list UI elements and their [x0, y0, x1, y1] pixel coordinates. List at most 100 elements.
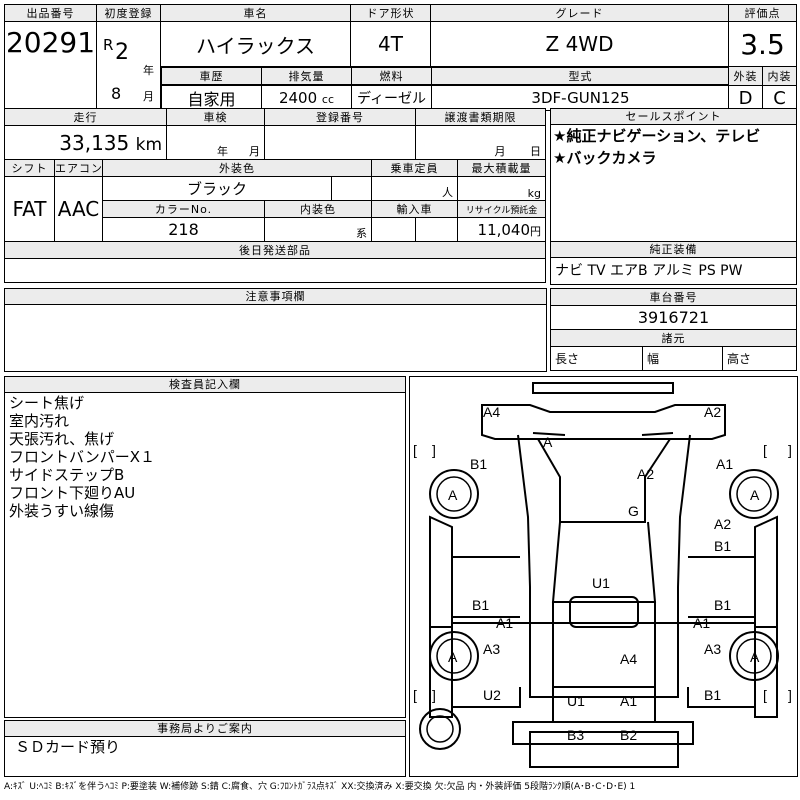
- mark-b1-rr: B1: [704, 687, 721, 703]
- mark-b1-r1: B1: [714, 538, 731, 554]
- mark-a4: A4: [620, 651, 637, 667]
- transfer-label: 譲渡書類期限: [415, 108, 547, 126]
- spare-tire: [419, 708, 461, 750]
- displacement-label: 排気量: [261, 67, 352, 85]
- lot-no-label: 出品番号: [4, 4, 97, 22]
- svg-text:]: ]: [432, 442, 436, 458]
- dim-height: 高さ: [721, 346, 798, 371]
- load-label: 最大積載量: [457, 159, 547, 177]
- grade: Z 4WD: [430, 21, 729, 67]
- ext-label: 外装: [728, 66, 763, 86]
- recycle-label: リサイクル預託金: [457, 200, 547, 218]
- mark-u1-rear: U1: [567, 693, 585, 709]
- color: ブラック: [101, 176, 333, 201]
- car-name: ハイラックス: [160, 21, 351, 67]
- reg-month: 8: [111, 84, 122, 103]
- car-diagram-box: [] [] [] [] A4 A2 A B1 A1 A2 A A G A2 B1…: [409, 376, 798, 777]
- reg-no: [264, 125, 417, 160]
- chassis-table: 車台番号 3916721 諸元 長さ 幅 高さ: [549, 288, 798, 371]
- details-table: 走行 車検 登録番号 譲渡書類期限 33,135 km 年 月 月 日 シフト …: [3, 108, 547, 283]
- headlights: [532, 432, 674, 436]
- month-unit: 月: [143, 90, 154, 103]
- int-label: 内装: [762, 66, 797, 86]
- rear-quarter: [452, 687, 755, 708]
- mark-a2-top: A2: [704, 404, 721, 420]
- svg-text:[: [: [413, 442, 417, 458]
- mark-b1-fl: B1: [470, 456, 487, 472]
- transfer-month-unit: 月: [494, 145, 506, 158]
- mileage-label: 走行: [3, 108, 168, 126]
- svg-text:]: ]: [432, 687, 436, 703]
- capacity: 人: [371, 176, 459, 201]
- notes-box: 注意事項欄: [4, 288, 547, 372]
- mark-a3-l: A3: [483, 641, 500, 657]
- year-unit: 年: [143, 64, 154, 77]
- ext-score: D: [728, 84, 763, 112]
- inspection: 年 月: [166, 125, 266, 160]
- sales-points-label: セールスポイント: [551, 109, 796, 125]
- model: 3DF-GUN125: [431, 85, 729, 111]
- dim-width: 幅: [642, 346, 723, 371]
- office-text: ＳＤカード預り: [15, 738, 121, 756]
- mark-a2-hood: A2: [637, 466, 654, 482]
- rear-bumper: [529, 731, 679, 768]
- header-table: 出品番号 初度登録 車名 ドア形状 グレード 評価点 20291 R 2 年 8…: [4, 4, 797, 112]
- insp-year-unit: 年: [217, 145, 229, 158]
- inspector-line-6: フロント下廻りAU: [9, 484, 136, 502]
- bed-rail: [512, 721, 694, 745]
- history: 自家用: [161, 85, 262, 111]
- wheel-rr: [729, 631, 779, 681]
- mark-a-wrl: A: [448, 649, 458, 665]
- office-box: 事務局よりご案内 ＳＤカード預り: [4, 720, 406, 777]
- inspector-line-4: フロントバンパーX１: [9, 448, 156, 466]
- ac: AAC: [54, 176, 103, 242]
- equipment-box: 純正装備 ナビ TV エアB アルミ PS PW: [550, 241, 797, 285]
- mark-a4-top: A4: [483, 404, 500, 420]
- mark-a1-r: A1: [693, 615, 710, 631]
- recycle-value: 11,040: [477, 220, 531, 239]
- capacity-label: 乗車定員: [371, 159, 459, 177]
- first-reg-label: 初度登録: [96, 4, 161, 22]
- mark-g: G: [628, 503, 639, 519]
- legend: A:ｷｽﾞ U:ﾍｺﾐ B:ｷｽﾞを伴うﾍｺﾐ P:要塗装 W:補修跡 S:錆 …: [4, 782, 636, 792]
- mark-a1-fr: A1: [716, 456, 733, 472]
- later-parts: [3, 258, 547, 283]
- mileage-value: 33,135: [59, 130, 130, 155]
- sales-point-2: ★バックカメラ: [553, 149, 657, 167]
- car-name-label: 車名: [160, 4, 351, 22]
- inspector-line-5: サイドステップB: [9, 466, 125, 484]
- displacement-unit: cc: [321, 93, 335, 106]
- sales-point-1: ★純正ナビゲーション、テレビ: [553, 127, 761, 145]
- int-score: C: [762, 84, 797, 112]
- color-label: 外装色: [101, 159, 373, 177]
- wheel-fl: [429, 469, 479, 519]
- office-label: 事務局よりご案内: [5, 721, 405, 737]
- inspector-lines: シート焦げ 室内汚れ 天張汚れ、焦げ フロントバンパーX１ サイドステップB フ…: [5, 393, 405, 520]
- mark-a1-l: A1: [496, 615, 513, 631]
- mark-b1-l2: B1: [472, 597, 489, 613]
- load: kg: [457, 176, 547, 201]
- score: 3.5: [728, 21, 797, 67]
- inspection-label: 車検: [166, 108, 266, 126]
- wheel-rl: [429, 631, 479, 681]
- mileage: 33,135 km: [3, 125, 168, 160]
- fenders-rear: [429, 627, 778, 718]
- color-no: 218: [101, 217, 266, 242]
- mark-a-wfl: A: [448, 487, 458, 503]
- mark-a1-rear: A1: [620, 693, 637, 709]
- import-a: [371, 217, 417, 242]
- mark-b3: B3: [567, 727, 584, 743]
- notes-label: 注意事項欄: [5, 289, 546, 305]
- model-label: 型式: [431, 67, 729, 85]
- mark-b1-r2: B1: [714, 597, 731, 613]
- shift-label: シフト: [4, 159, 55, 177]
- inspector-line-2: 室内汚れ: [9, 412, 70, 430]
- import-label: 輸入車: [371, 200, 459, 218]
- equipment-label: 純正装備: [551, 242, 796, 258]
- wheel-fr: [729, 469, 779, 519]
- roof: [552, 601, 656, 698]
- svg-text:]: ]: [788, 442, 792, 458]
- mark-b2: B2: [620, 727, 637, 743]
- sales-points-box: セールスポイント ★純正ナビゲーション、テレビ ★バックカメラ: [550, 108, 797, 243]
- reg-year: 2: [115, 40, 129, 65]
